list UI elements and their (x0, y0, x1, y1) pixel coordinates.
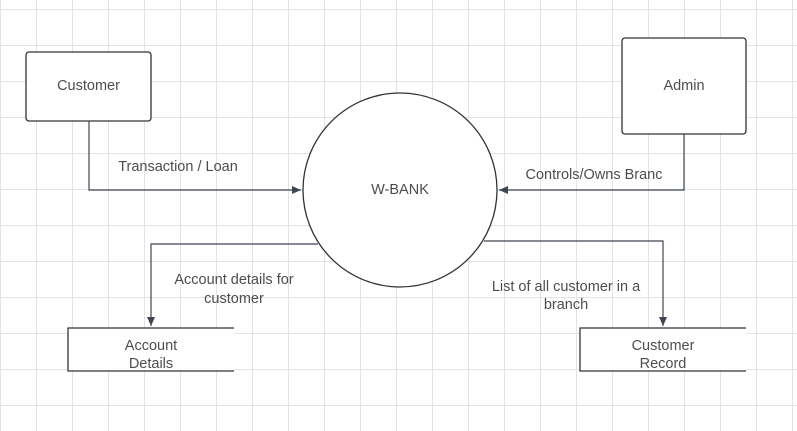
flow-admin-to-bank-label: Controls/Owns Branc (526, 167, 663, 183)
flow-customer-to-bank-label: Transaction / Loan (118, 159, 238, 175)
account-details-label-line2: Details (129, 356, 173, 372)
flow-admin-to-bank[interactable] (499, 134, 685, 194)
flow-bank-to-customer-record-label-line1: List of all customer in a (492, 279, 641, 295)
customer-record-label-line2: Record (640, 356, 687, 372)
flow-customer-to-bank[interactable] (88, 121, 301, 194)
wbank-process-label: W-BANK (371, 182, 429, 198)
account-details-label-line1: Account (125, 338, 177, 354)
flow-bank-to-customer-record-label-line2: branch (544, 297, 588, 313)
customer-record-label-line1: Customer (632, 338, 695, 354)
flow-bank-to-account-details-label-line1: Account details for (174, 272, 293, 288)
customer-record-datastore[interactable] (579, 327, 746, 372)
customer-entity-label: Customer (57, 78, 120, 94)
flow-bank-to-account-details-label-line2: customer (204, 291, 264, 307)
account-details-datastore[interactable] (67, 327, 234, 372)
flow-bank-to-customer-record[interactable] (484, 240, 667, 326)
admin-entity-label: Admin (663, 78, 704, 94)
flow-bank-to-account-details[interactable] (147, 243, 318, 326)
wbank-process-circle[interactable] (302, 92, 498, 288)
